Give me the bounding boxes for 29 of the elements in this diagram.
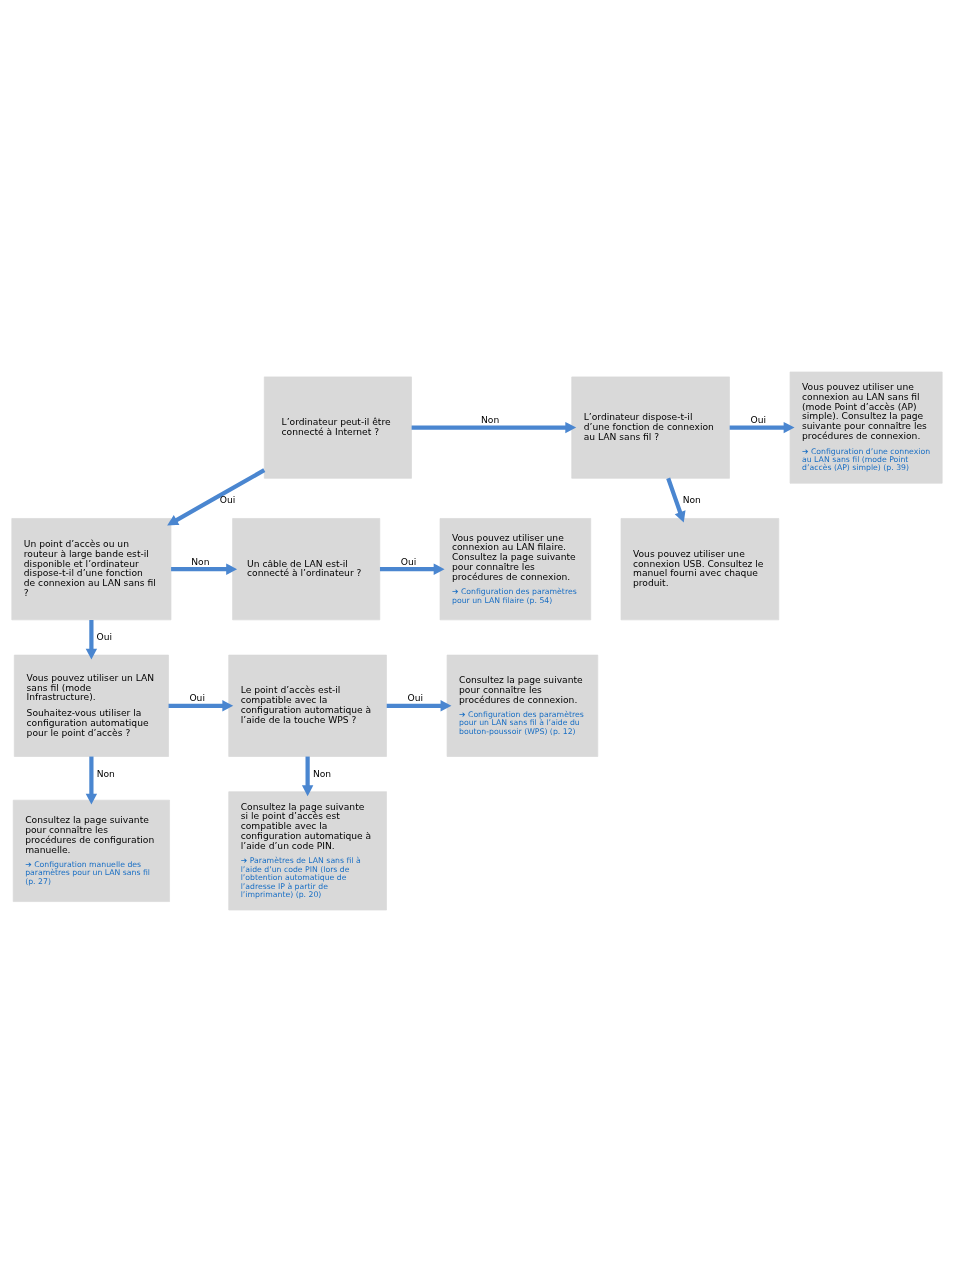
edge-label: Oui: [96, 631, 112, 642]
edge-label: Oui: [219, 494, 235, 505]
node-box: L’ordinateur peut-il être connecté à Internet ?: [263, 376, 412, 479]
arrow: [166, 467, 265, 525]
node-box: L’ordinateur dispose-t-il d’une fonction de connexion au LAN sans fil ?: [570, 376, 730, 479]
edge-label: Non: [190, 556, 209, 567]
arrow: [665, 477, 686, 523]
arrow: [729, 421, 795, 433]
edge-label: Non: [96, 768, 115, 779]
arrow: [168, 699, 233, 711]
edge-label: Non: [312, 768, 331, 779]
edge-label: Oui: [188, 692, 205, 703]
node-box: Vous pouvez utiliser une connexion USB. Consultez le manuel fourni avec chaque produit.: [620, 517, 779, 620]
arrow: [85, 619, 97, 660]
node-box: Le point d’accès est-il compatible avec la configuration automatique à l’aide de la touche WPS ?: [227, 654, 387, 757]
edge-label: Oui: [750, 414, 766, 425]
edge-label: Oui: [400, 556, 416, 567]
arrow: [85, 756, 97, 805]
edge-label: Non: [480, 414, 499, 425]
arrow: [411, 421, 576, 433]
arrow: [170, 562, 237, 575]
edge-label: Non: [682, 494, 701, 505]
arrow: [301, 756, 313, 796]
node-box: Vous pouvez utiliser un LAN sans fil (mode Infrastructure). Souhaitez-vous utiliser la configuration automatique pour le point d’accès ?: [13, 654, 169, 757]
node-box: Un point d’accès ou un routeur à large bande est-il disponible et l’ordinateur dispose-t-il d’une fonction de connexion au LAN sans fil ?: [10, 517, 171, 620]
node-box: Un câble de LAN est-il connecté à l’ordinateur ?: [231, 517, 380, 620]
arrow: [379, 562, 445, 575]
edge-label: Oui: [407, 692, 423, 703]
arrow: [386, 699, 451, 711]
